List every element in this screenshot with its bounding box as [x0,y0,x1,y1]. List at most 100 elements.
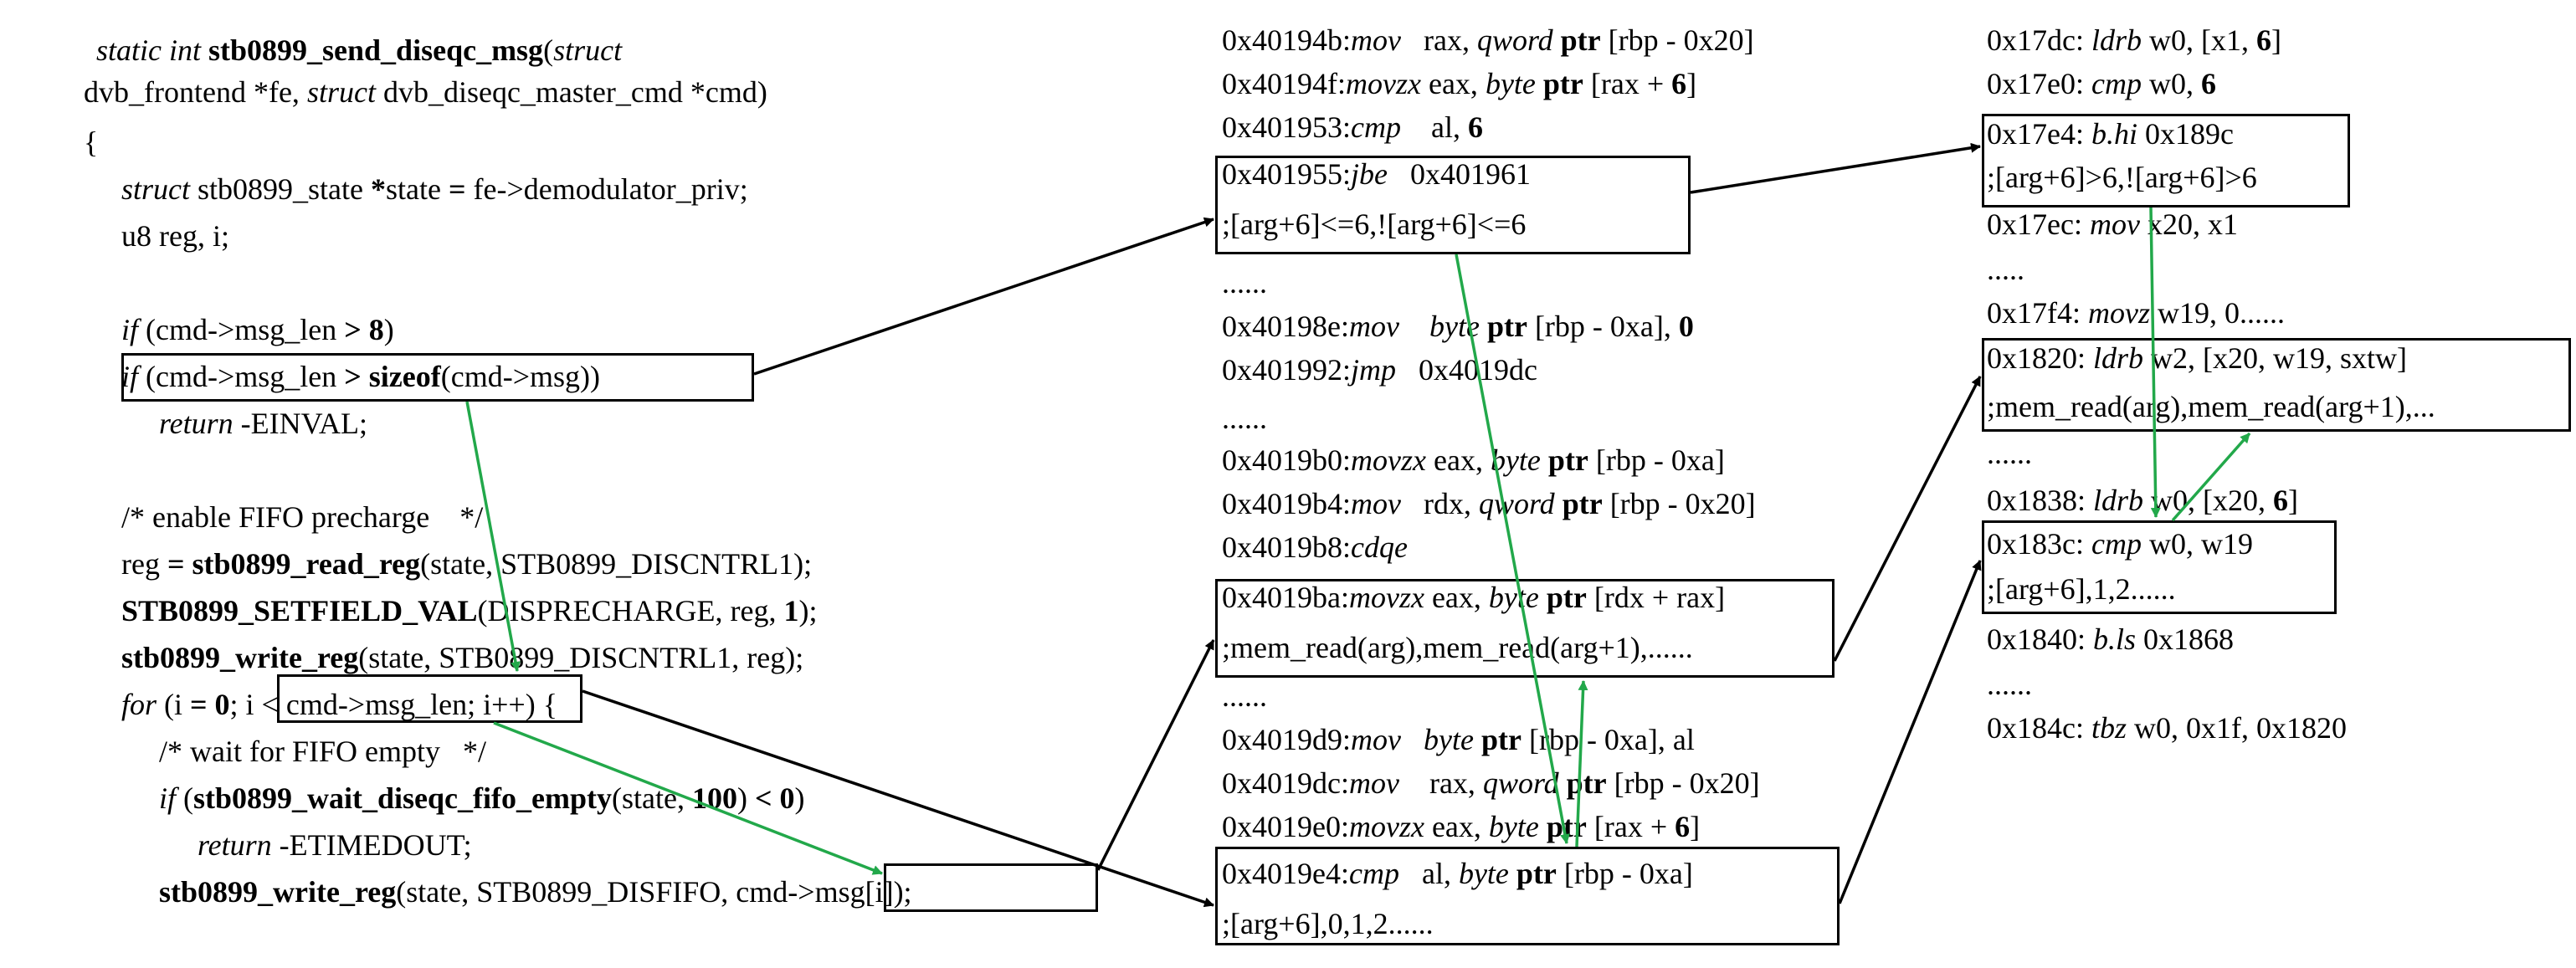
code-token: state [386,172,449,206]
green-arrow-arm-cmp-to-ldrb [2171,432,2251,522]
asm-operand: 6 [1675,810,1691,843]
asm-address: 0x401992: [1222,353,1352,387]
asm-operand: ;[arg+6]>6,![arg+6]>6 [1987,161,2257,194]
asm-operand: byte [1485,67,1536,100]
asm-operand: [rbp - 0xa] [1556,857,1693,890]
asm-line: 0x184c: tbz w0, 0x1f, 0x1820 [1987,713,2347,743]
code-token: (DISPRECHARGE, reg, [477,594,784,627]
code-token: fe->demodulator_priv; [465,172,748,206]
asm-operand: eax, [1425,443,1491,477]
asm-address: 0x183c: [1987,527,2091,561]
asm-operand: eax, [1420,67,1486,100]
asm-operand: 6 [2256,23,2271,57]
asm-line: ;mem_read(arg),mem_read(arg+1),...... [1222,633,1693,663]
code-token: (cmd->msg_len [138,313,345,346]
asm-operand: 0x401961 [1388,157,1531,191]
asm-opcode: jmp [1351,353,1397,387]
code-token: if [121,360,139,393]
code-token: < 0 [754,781,795,815]
asm-opcode: cmp [1348,857,1399,890]
asm-address: 0x17ec: [1987,207,2090,241]
asm-line: 0x4019d9:mov byte ptr [rbp - 0xa], al [1222,725,1695,755]
asm-address: 0x17e0: [1987,67,2091,100]
code-token: stb0899_wait_diseqc_fifo_empty [193,781,612,815]
asm-line: 0x4019e0:movzx eax, byte ptr [rax + 6] [1222,812,1700,842]
source-line: STB0899_SETFIELD_VAL(DISPRECHARGE, reg, … [121,596,817,626]
asm-opcode: movzx [1351,443,1426,477]
asm-line: 0x4019ba:movzx eax, byte ptr [rdx + rax] [1222,582,1725,612]
code-token: (cmd->msg)) [440,360,601,393]
asm-operand: ptr [1566,766,1607,800]
asm-opcode: mov [1351,23,1401,57]
arrow-x86-jbe-to-arm-bhi [1690,142,1981,194]
asm-line: 0x1840: b.ls 0x1868 [1987,624,2234,654]
asm-operand: al, [1401,110,1468,144]
source-line: /* enable FIFO precharge */ [121,502,483,532]
source-line: u8 reg, i; [121,221,229,251]
asm-operand: ] [1686,67,1697,100]
asm-operand: rax, [1401,23,1477,57]
asm-opcode: tbz [2091,711,2127,745]
asm-opcode: mov [1348,310,1399,343]
code-token: ( [543,33,554,67]
code-token: > 8 [344,313,384,346]
arrow-x86-cmp-to-arm-cmp [1838,560,1982,904]
asm-opcode: ldrb [2091,23,2142,57]
asm-address: 0x1838: [1987,484,2094,517]
asm-operand: w0, [x20, [2143,484,2274,517]
asm-address: 0x4019b0: [1222,443,1352,477]
code-token: struct [121,172,191,206]
code-token: ) [736,781,755,815]
asm-operand: [rbp - 0x20] [1606,766,1760,800]
source-line: if (cmd->msg_len > sizeof(cmd->msg)) [121,361,600,392]
asm-operand: 6 [1671,67,1687,100]
green-arrow-arm-bhi-to-cmp [2149,207,2161,518]
asm-line: 0x17e4: b.hi 0x189c [1987,119,2234,149]
asm-operand: w0, [2141,67,2201,100]
code-token: = 0 [190,688,230,721]
code-token: (state, STB0899_DISFIFO, cmd->msg[i]); [396,875,912,909]
asm-operand: [rbp - 0xa], al [1521,723,1695,756]
asm-operand: [rdx + rax] [1586,581,1726,614]
asm-operand: ;mem_read(arg),mem_read(arg+1),... [1987,390,2435,423]
asm-operand: ptr [1547,443,1588,477]
asm-opcode: ldrb [2093,484,2144,517]
asm-address: 0x401953: [1222,110,1352,144]
asm-address: 0x17f4: [1987,296,2088,330]
code-token: stb0899_send_diseqc_msg [208,33,544,67]
code-token: -EINVAL; [233,407,367,440]
code-token: ) [383,313,394,346]
asm-line: 0x1838: ldrb w0, [x20, 6] [1987,485,2298,515]
code-token: /* enable FIFO precharge */ [121,500,484,534]
asm-line: ;[arg+6]>6,![arg+6]>6 [1987,162,2257,192]
code-token: if [121,313,139,346]
asm-line: ;[arg+6],0,1,2...... [1222,909,1434,939]
box-x86-cmp [1215,847,1840,945]
asm-opcode: movzx [1346,67,1421,100]
source-line: { [84,127,98,157]
asm-line: ...... [1222,268,1267,298]
source-line: stb0899_write_reg(state, STB0899_DISFIFO… [159,877,912,907]
box-x86-movzx-read [1215,579,1835,678]
asm-opcode: jbe [1351,157,1388,191]
asm-line: 0x183c: cmp w0, w19 [1987,529,2253,559]
code-token: dvb_frontend *fe, [84,75,307,109]
asm-operand: eax, [1424,581,1489,614]
code-token: return [198,828,272,862]
asm-operand: ...... [1222,679,1267,713]
asm-line: ...... [1222,681,1267,711]
asm-operand: ...... [1987,437,2032,470]
asm-opcode: mov [2089,207,2140,241]
asm-operand: ;[arg+6],0,1,2...... [1222,907,1434,940]
code-token: > sizeof [344,360,441,393]
asm-operand: 6 [1467,110,1483,144]
asm-address: 0x4019dc: [1222,766,1349,800]
arrow-loop-to-x86-cmp [582,689,1214,908]
source-line: dvb_frontend *fe, struct dvb_diseqc_mast… [84,77,767,107]
code-token: struct [553,33,623,67]
green-arrow-x86-cmp-to-movzx [1575,680,1588,848]
asm-operand: [rbp - 0x20] [1600,23,1754,57]
asm-line: 0x4019b0:movzx eax, byte ptr [rbp - 0xa] [1222,445,1725,475]
asm-operand: [rax + [1583,67,1672,100]
